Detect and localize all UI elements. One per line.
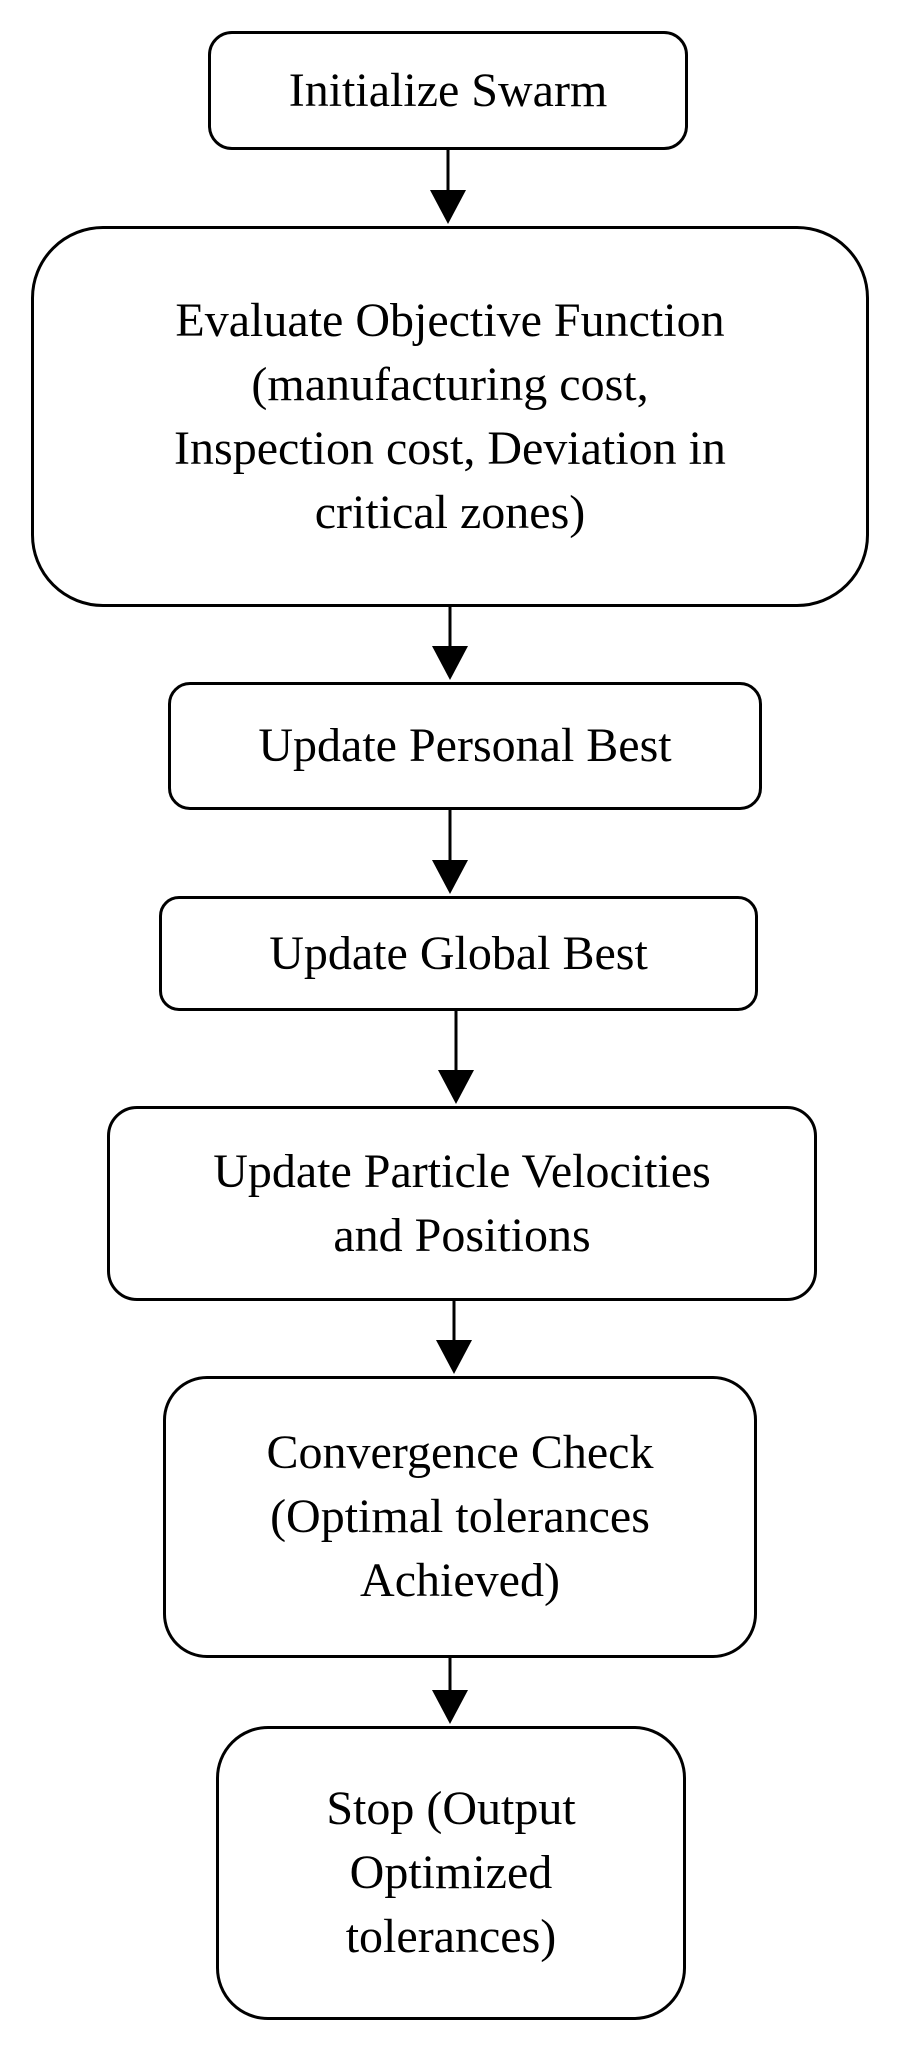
node-update-personal-best-label: Update Personal Best	[258, 719, 672, 772]
arrow-global-best-to-velocities	[438, 1011, 474, 1104]
arrow-personal-best-to-global-best	[432, 810, 468, 894]
node-update-particle-velocities-label: Update Particle Velocities and Positions	[213, 1144, 711, 1262]
arrow-evaluate-to-personal-best	[432, 607, 468, 680]
node-update-global-best-label: Update Global Best	[269, 926, 648, 980]
node-update-personal-best: Update Personal Best	[168, 682, 762, 810]
node-evaluate-objective-function-label: Evaluate Objective Function (manufacturi…	[174, 293, 726, 539]
arrow-initialize-to-evaluate	[430, 150, 466, 224]
node-stop-output-label: Stop (Output Optimized tolerances)	[326, 1782, 576, 1963]
node-evaluate-objective-function: Evaluate Objective Function (manufacturi…	[31, 226, 869, 607]
node-stop-output: Stop (Output Optimized tolerances)	[216, 1726, 686, 2020]
node-convergence-check-label: Convergence Check (Optimal tolerances Ac…	[266, 1426, 654, 1607]
node-update-global-best: Update Global Best	[159, 896, 758, 1011]
arrow-velocities-to-convergence	[436, 1301, 472, 1374]
node-convergence-check: Convergence Check (Optimal tolerances Ac…	[163, 1376, 757, 1658]
node-initialize-swarm-label: Initialize Swarm	[288, 63, 608, 117]
node-initialize-swarm: Initialize Swarm	[208, 31, 688, 150]
node-update-particle-velocities: Update Particle Velocities and Positions	[107, 1106, 817, 1301]
arrow-convergence-to-stop	[432, 1658, 468, 1724]
